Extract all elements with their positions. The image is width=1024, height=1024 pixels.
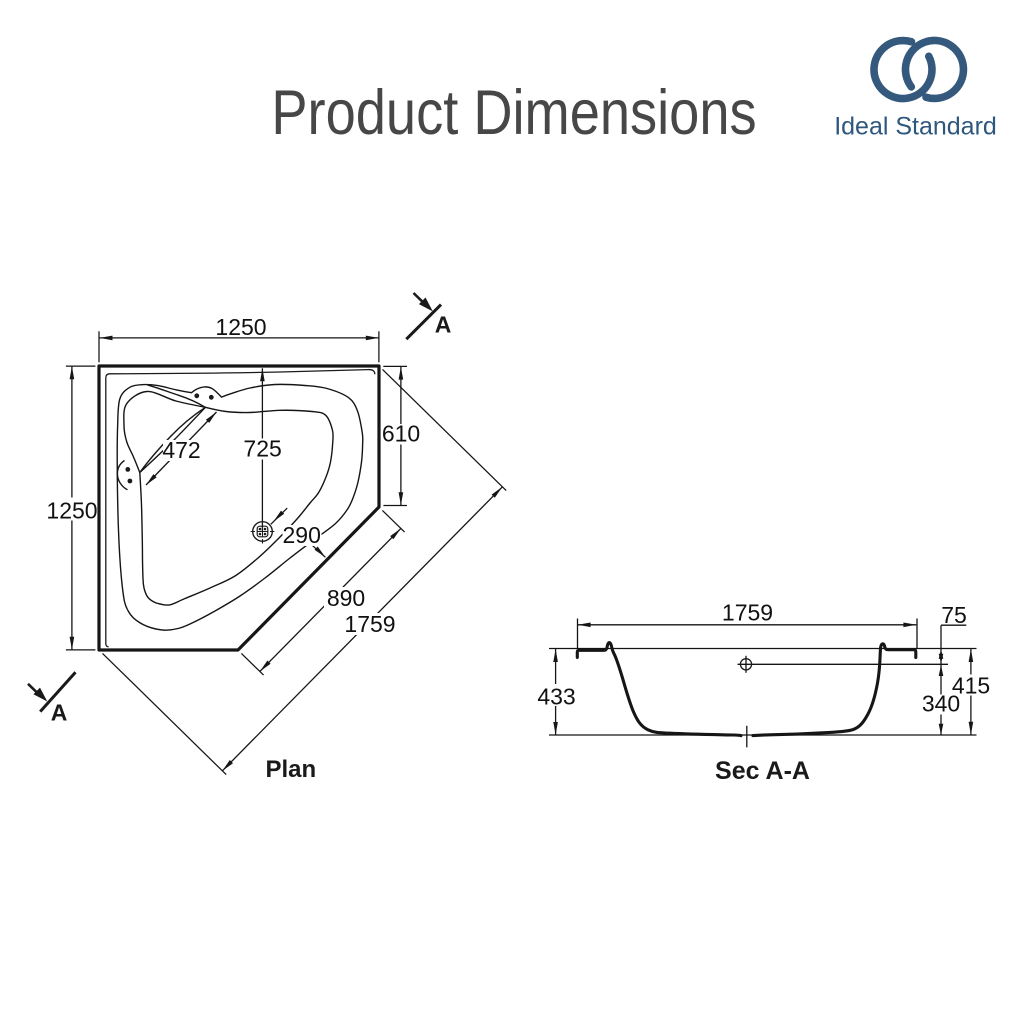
svg-text:Sec A-A: Sec A-A xyxy=(715,757,810,785)
svg-text:A: A xyxy=(51,700,68,726)
svg-text:Product Dimensions: Product Dimensions xyxy=(271,78,756,148)
svg-text:433: 433 xyxy=(537,683,575,709)
svg-text:1759: 1759 xyxy=(722,600,773,626)
svg-text:890: 890 xyxy=(327,585,365,611)
svg-text:A: A xyxy=(435,312,452,338)
svg-text:415: 415 xyxy=(952,673,990,699)
svg-text:1250: 1250 xyxy=(215,314,266,340)
svg-text:Ideal Standard: Ideal Standard xyxy=(834,113,997,141)
svg-text:290: 290 xyxy=(283,522,321,548)
svg-text:340: 340 xyxy=(922,691,960,717)
svg-text:1759: 1759 xyxy=(344,611,395,637)
svg-text:472: 472 xyxy=(162,437,200,463)
svg-text:75: 75 xyxy=(941,602,967,628)
svg-text:725: 725 xyxy=(243,436,281,462)
svg-text:610: 610 xyxy=(382,421,420,447)
svg-text:Plan: Plan xyxy=(265,756,316,783)
svg-text:1250: 1250 xyxy=(46,497,97,523)
